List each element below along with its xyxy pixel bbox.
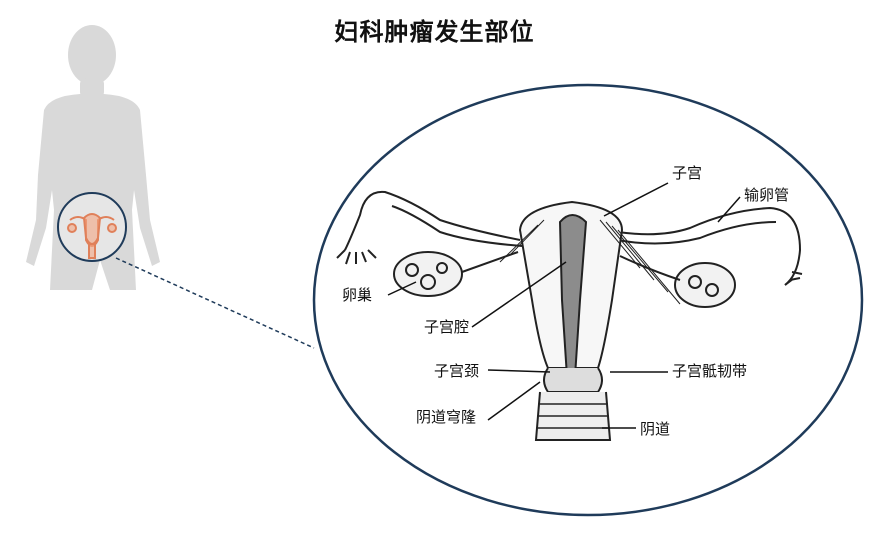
page-title: 妇科肿瘤发生部位 <box>334 18 535 46</box>
label-uterus: 子宫 <box>672 164 703 182</box>
label-fallopian-tube: 输卵管 <box>744 186 790 204</box>
label-cervix: 子宫颈 <box>434 362 480 380</box>
leader-lines <box>387 182 741 429</box>
label-vaginal-fornix: 阴道穹隆 <box>416 408 477 426</box>
human-silhouette <box>26 25 160 290</box>
uterus-illustration <box>336 190 803 441</box>
connector-line <box>115 257 315 349</box>
label-vagina: 阴道 <box>640 420 671 438</box>
label-uterine-cavity: 子宫腔 <box>424 318 470 336</box>
uterus-icon <box>67 213 117 259</box>
label-ovary: 卵巢 <box>342 286 373 304</box>
label-uterosacral-ligament: 子宫骶韧带 <box>672 362 748 380</box>
